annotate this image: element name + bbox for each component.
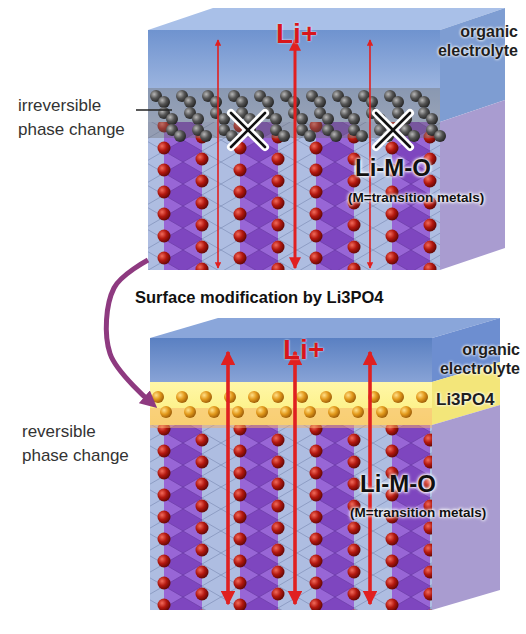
top-face (150, 318, 500, 338)
electrolyte-layer: Li+organic electrolyte (150, 338, 432, 382)
layer-title: Li-M-O (360, 470, 436, 498)
arrow-label: Surface modification by Li3PO4 (135, 288, 383, 307)
annotation-label: irreversible phase change (18, 94, 143, 142)
layer-subtitle: (M=transition metals) (348, 190, 484, 205)
oxide-region: Li-M-O(M=transition metals) (148, 122, 440, 270)
layer-title: Li3PO4 (436, 390, 495, 410)
oxide-region: Li-M-O(M=transition metals) (150, 425, 432, 610)
layer-title: Li-M-O (355, 154, 431, 182)
electrolyte-layer: Li+organic electrolyte (148, 30, 440, 122)
layer-title: Li+ (283, 334, 324, 366)
coating-layer: Li3PO4 (150, 382, 432, 425)
process-arrow (106, 260, 152, 404)
layer-subtitle: organic electrolyte (412, 340, 520, 378)
annotation-label: reversible phase change (22, 420, 142, 468)
layer-subtitle: organic electrolyte (410, 22, 518, 60)
layer-title: Li+ (276, 18, 317, 50)
layer-subtitle: (M=transition metals) (350, 505, 486, 520)
top-face (148, 8, 505, 30)
crystal-side-face (440, 100, 505, 270)
